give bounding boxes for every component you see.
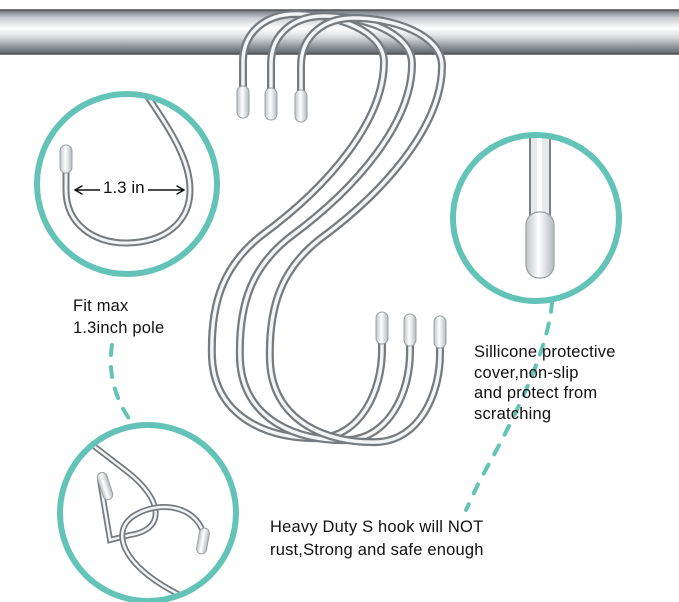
detail-circle-interlock (57, 422, 239, 602)
measurement-label: 1.3 in (100, 178, 148, 198)
dashed-connector-right (464, 300, 554, 512)
detail-circle-silicone-cap (450, 132, 622, 304)
caption-silicone-cover: Sillicone protective cover,non-slip and … (474, 343, 616, 423)
detail-circle-pole-size (34, 91, 220, 277)
silicone-caps (236, 85, 447, 349)
dashed-connector-left (108, 343, 132, 422)
caption-pole-fit: Fit max 1.3inch pole (73, 297, 165, 337)
caption-heavy-duty: Heavy Duty S hook will NOT rust,Strong a… (270, 518, 484, 559)
s-hooks (207, 10, 446, 447)
